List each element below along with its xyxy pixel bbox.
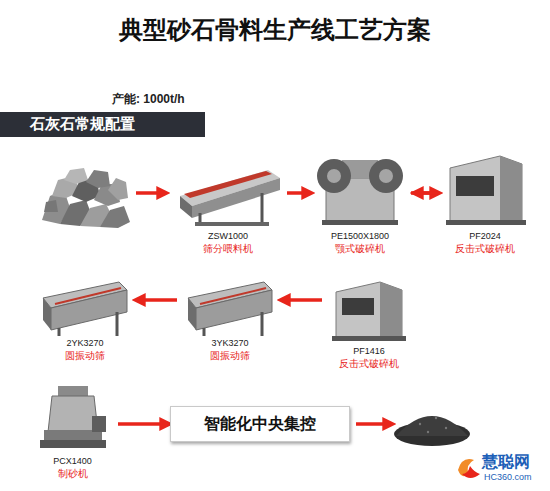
equipment-name: 反击式破碎机	[455, 242, 515, 255]
watermark: HC360.com	[484, 472, 532, 482]
equipment-name: 反击式破碎机	[339, 357, 399, 370]
impact-crusher	[446, 156, 526, 225]
vibrating-feeder	[180, 170, 280, 226]
node-text: 石灰石常规配置	[30, 115, 135, 134]
model-number: PF2024	[469, 230, 501, 242]
watermark: 慧聪网	[482, 452, 530, 473]
vibrating-screen	[188, 282, 272, 336]
equipment-node: 2YK3270圆振动筛	[35, 272, 135, 362]
equipment-node: PF2024反击式破碎机	[440, 148, 530, 255]
flow-arrow	[287, 191, 309, 195]
model-number: PF1416	[353, 345, 385, 357]
model-number: ZSW1000	[208, 230, 248, 242]
config-band: 石灰石常规配置	[0, 112, 205, 137]
impact-crusher	[332, 282, 406, 341]
flow-arrow	[118, 422, 167, 426]
node-text: 智能化中央集控	[204, 414, 316, 435]
vibrating-screen	[43, 282, 127, 336]
equipment-name: 圆振动筛	[210, 349, 250, 362]
flow-arrow	[411, 191, 437, 195]
equipment-name: 筛分喂料机	[203, 242, 253, 255]
equipment-name: 圆振动筛	[65, 349, 105, 362]
flow-arrow	[416, 191, 437, 195]
flow-arrow	[138, 298, 177, 302]
model-number: PE1500X1800	[331, 230, 389, 242]
diagram-title: 典型砂石骨料生产线工艺方案	[0, 14, 550, 46]
model-number: 3YK3270	[211, 337, 248, 349]
equipment-node: PE1500X1800颚式破碎机	[312, 150, 408, 255]
equipment-node: ZSW1000筛分喂料机	[172, 160, 284, 255]
sand-making-machine	[40, 386, 106, 448]
equipment-name: 制砂机	[58, 467, 88, 480]
control-box: 智能化中央集控	[170, 406, 350, 442]
watermark-logo	[458, 459, 480, 478]
stone-pile	[42, 168, 130, 228]
equipment-name: 颚式破碎机	[335, 242, 385, 255]
sand-pile	[394, 416, 470, 446]
model-number: PCX1400	[53, 455, 92, 467]
jaw-crusher	[317, 159, 403, 225]
capacity-note: 产能: 1000t/h	[112, 91, 185, 108]
equipment-node: 3YK3270圆振动筛	[180, 272, 280, 362]
equipment-node: PF1416反击式破碎机	[325, 275, 413, 370]
equipment-node: PCX1400制砂机	[30, 378, 115, 480]
model-number: 2YK3270	[66, 337, 103, 349]
flow-arrow	[283, 298, 322, 302]
